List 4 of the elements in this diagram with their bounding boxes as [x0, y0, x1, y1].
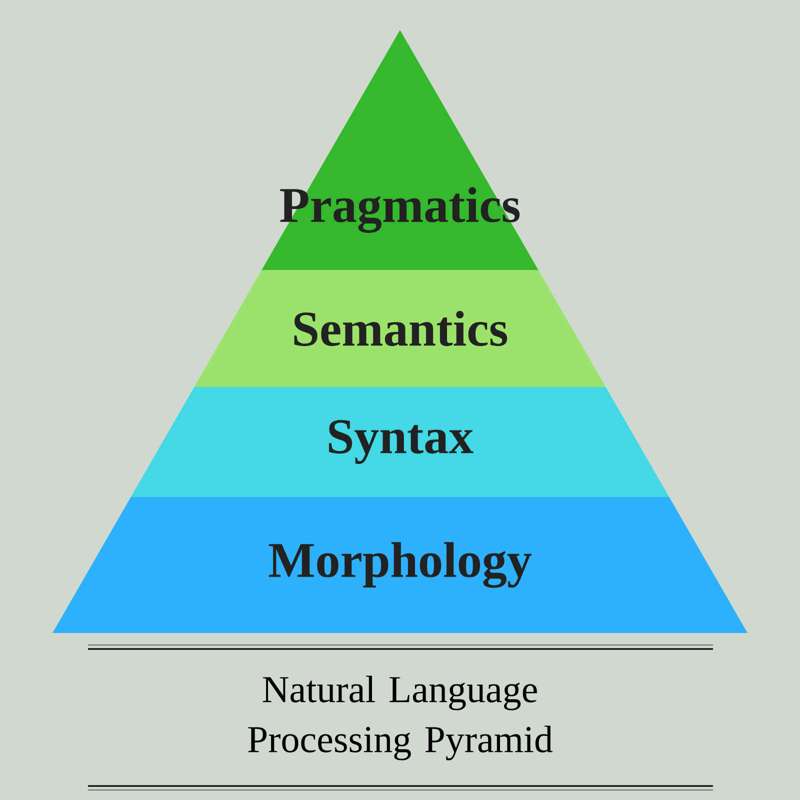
title: Natural Language Processing Pyramid — [248, 676, 553, 760]
pyramid-layer: Morphology — [52, 497, 748, 633]
pyramid-layer: Syntax — [130, 387, 670, 497]
pyramid-layer: Semantics — [194, 270, 606, 387]
